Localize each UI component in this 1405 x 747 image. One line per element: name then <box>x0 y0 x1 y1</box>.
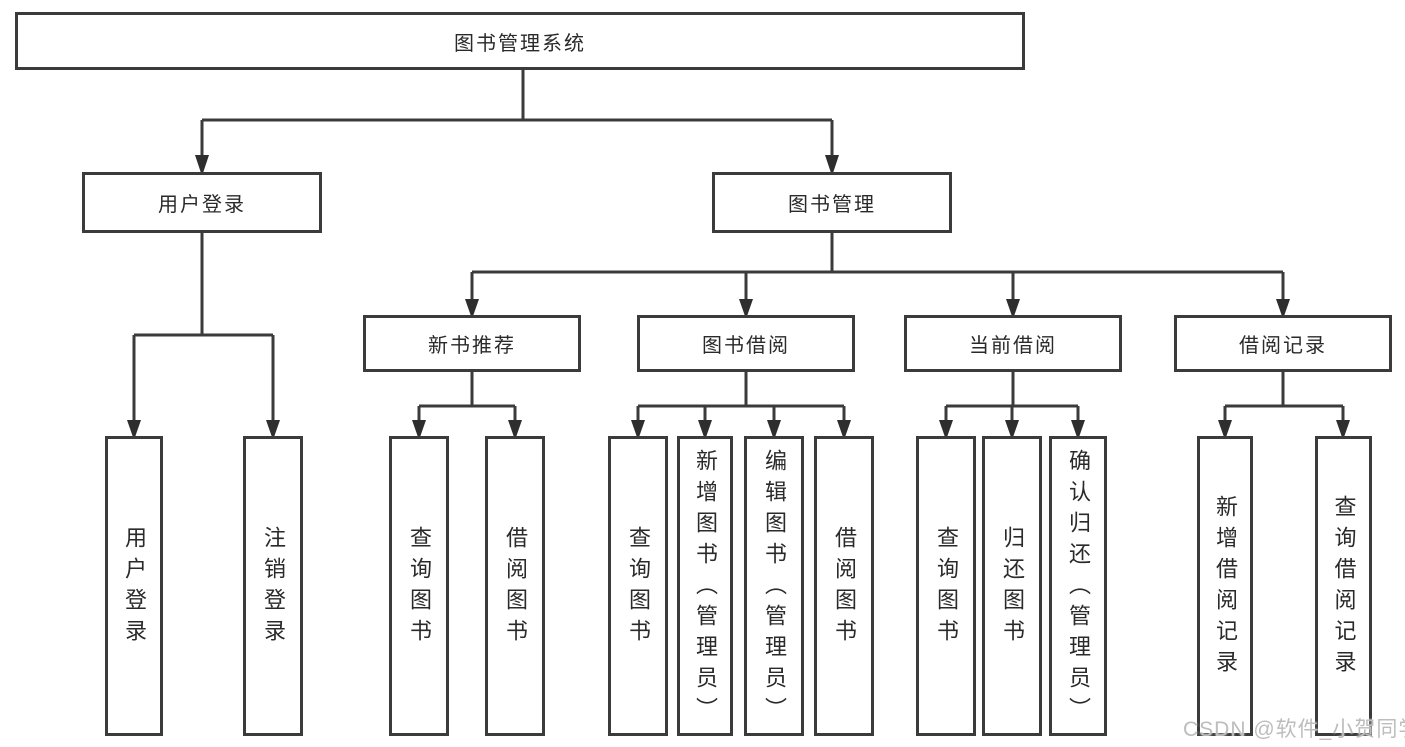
leaf-borrow-books-recommend: 借阅图书 <box>485 436 545 736</box>
leaf-query-books-current: 查询图书 <box>916 436 976 736</box>
node-book-management: 图书管理 <box>712 172 952 233</box>
leaf-edit-book-admin: 编辑图书（管理员） <box>744 436 804 736</box>
node-user-login: 用户登录 <box>82 172 322 233</box>
leaf-query-books-borrowing: 查询图书 <box>608 436 668 736</box>
node-new-book-recommendation: 新书推荐 <box>363 315 581 372</box>
leaf-return-books: 归还图书 <box>982 436 1042 736</box>
node-current-borrowing: 当前借阅 <box>904 315 1122 372</box>
leaf-logout: 注销登录 <box>243 436 303 736</box>
leaf-user-login: 用户登录 <box>105 436 163 736</box>
node-library-system: 图书管理系统 <box>15 12 1025 70</box>
leaf-borrow-books-borrowing: 借阅图书 <box>814 436 874 736</box>
node-book-borrowing: 图书借阅 <box>637 315 855 372</box>
connector-lines <box>132 70 1345 433</box>
leaf-query-borrow-record: 查询借阅记录 <box>1315 436 1372 736</box>
leaf-confirm-return-admin: 确认归还（管理员） <box>1049 436 1107 736</box>
leaf-add-book-admin: 新增图书（管理员） <box>677 436 733 736</box>
csdn-watermark: CSDN @软件_小贺同学 <box>1183 718 1405 741</box>
arrowheads <box>127 155 1350 440</box>
node-borrowing-records: 借阅记录 <box>1174 315 1392 372</box>
leaf-query-books-recommend: 查询图书 <box>389 436 449 736</box>
leaf-add-borrow-record: 新增借阅记录 <box>1197 436 1253 736</box>
